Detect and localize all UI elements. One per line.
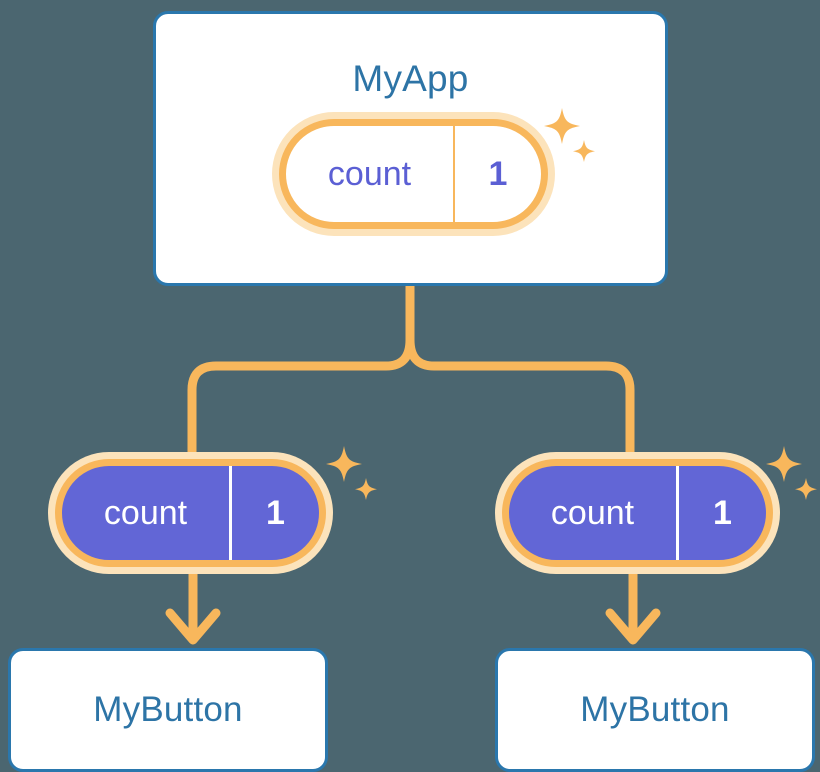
state-pill-myapp[interactable]: count 1 xyxy=(272,112,555,236)
state-value-label: 1 xyxy=(266,493,285,532)
state-key-label: count xyxy=(509,466,679,560)
component-label: MyButton xyxy=(93,690,243,729)
component-label: MyButton xyxy=(580,690,730,729)
component-card-mybutton-right[interactable]: MyButton xyxy=(495,648,815,772)
state-value-label: 1 xyxy=(488,154,508,193)
arrow-head-left xyxy=(165,608,221,645)
connector-branch-left xyxy=(187,335,415,460)
state-pill-inner: count 1 xyxy=(55,459,326,567)
state-pill-inner: count 1 xyxy=(502,459,773,567)
state-key-label: count xyxy=(62,466,232,560)
page-title: MyApp xyxy=(352,58,469,99)
state-value-label: 1 xyxy=(713,493,732,532)
state-pill-mybutton-left[interactable]: count 1 xyxy=(48,452,333,574)
state-pill-inner: count 1 xyxy=(279,119,548,229)
state-pill-mybutton-right[interactable]: count 1 xyxy=(495,452,780,574)
component-card-mybutton-left[interactable]: MyButton xyxy=(8,648,328,772)
state-key-label: count xyxy=(286,126,455,222)
arrow-head-right xyxy=(605,608,661,645)
connector-branch-right xyxy=(405,335,635,460)
